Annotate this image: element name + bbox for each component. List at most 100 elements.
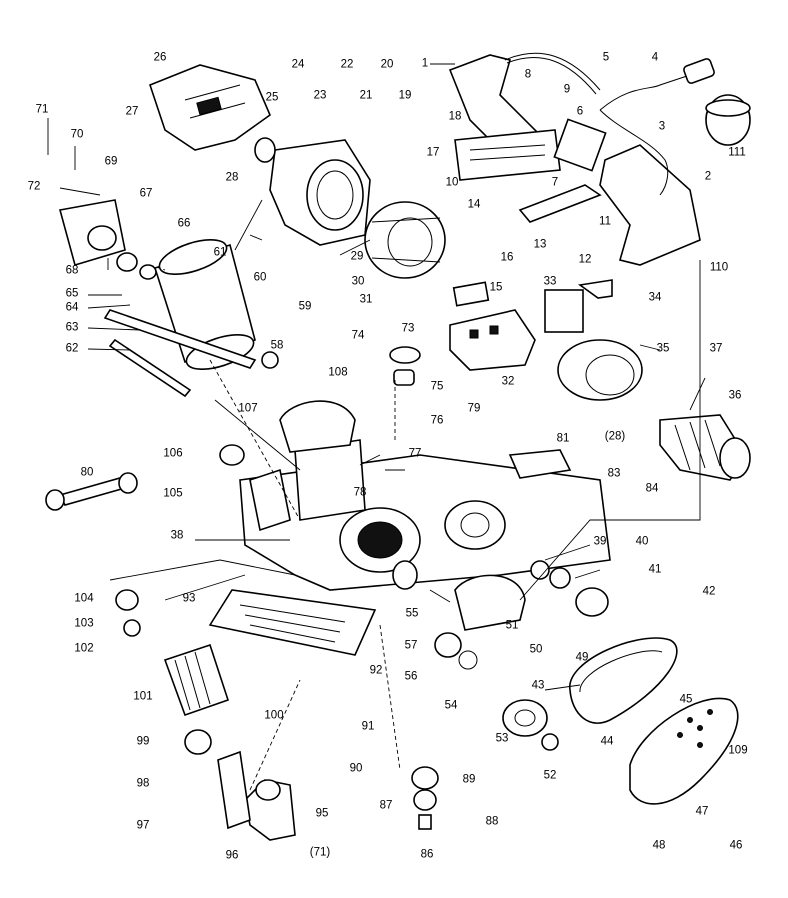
part-label-43: 43: [531, 679, 545, 692]
part-label-36: 36: [728, 389, 742, 402]
part-label-64: 64: [65, 301, 79, 314]
part-label-18: 18: [448, 110, 462, 123]
part-label-12: 12: [578, 253, 592, 266]
part-label-71: 71: [35, 103, 49, 116]
part-80-wrench: [45, 472, 138, 511]
part-label-19: 19: [398, 89, 412, 102]
part-label-50: 50: [529, 643, 543, 656]
part-label-34: 34: [648, 291, 662, 304]
part-label-42: 42: [702, 585, 716, 598]
part-label-51: 51: [505, 619, 519, 632]
part-label-100: 100: [264, 709, 284, 722]
part-32-terminal-block: [449, 309, 536, 371]
part-label-40: 40: [635, 535, 649, 548]
part-2-grip: [599, 144, 701, 266]
part-26-motor-cover: [149, 64, 271, 151]
part-label-30: 30: [351, 275, 365, 288]
part-label-87: 87: [379, 799, 393, 812]
part-label-60: 60: [253, 271, 267, 284]
part-label-14: 14: [467, 198, 481, 211]
part-label-5: 5: [602, 51, 610, 64]
part-58-pulley: [261, 351, 279, 369]
part-73-knob: [389, 346, 421, 364]
part-label-86: 86: [420, 848, 434, 861]
part-label-90: 90: [349, 762, 363, 775]
part-41-disc: [575, 587, 609, 617]
part-label-62: 62: [65, 342, 79, 355]
part-label-35: 35: [656, 342, 670, 355]
part-label-16: 16: [500, 251, 514, 264]
part-53-pulley: [502, 699, 548, 737]
part-label-7: 7: [551, 176, 559, 189]
part-label-41: 41: [648, 563, 662, 576]
part-67-bearing: [116, 252, 138, 272]
part-label-17: 17: [426, 146, 440, 159]
part-label-99: 99: [136, 735, 150, 748]
part-label-21: 21: [359, 89, 373, 102]
part-label-103: 103: [74, 617, 94, 630]
part-35-bearing-housing: [557, 339, 643, 401]
part-36-armature: [659, 414, 751, 481]
part-66-ring: [139, 264, 157, 280]
part-40-pulley: [549, 567, 571, 589]
part-label-56: 56: [404, 670, 418, 683]
part-label-75: 75: [430, 380, 444, 393]
part-label-106: 106: [163, 447, 183, 460]
part-label-26: 26: [153, 51, 167, 64]
part-label-84: 84: [645, 482, 659, 495]
part-label-6: 6: [576, 105, 584, 118]
part-label-53: 53: [495, 732, 509, 745]
part-label-61: 61: [213, 246, 227, 259]
part-label-104: 104: [74, 592, 94, 605]
part-label-10: 10: [445, 176, 459, 189]
part-93-base-plate: [208, 589, 377, 656]
part-label-68: 68: [65, 264, 79, 277]
part-48-side-cover: [629, 697, 739, 805]
part-81-lever: [508, 449, 572, 479]
part-label-67: 67: [139, 187, 153, 200]
part-label-44: 44: [600, 735, 614, 748]
part-label-4: 4: [651, 51, 659, 64]
part-label-57: 57: [404, 639, 418, 652]
part-56-circlip: [458, 650, 478, 670]
part-label-88: 88: [485, 815, 499, 828]
part-label-23: 23: [313, 89, 327, 102]
part-label-13: 13: [533, 238, 547, 251]
part-label-110: 110: [709, 261, 729, 274]
part-label-81: 81: [556, 432, 570, 445]
part-label-3: 3: [658, 120, 666, 133]
part-label-76: 76: [430, 414, 444, 427]
part-101-roller: [163, 643, 230, 717]
part-89-adjuster: [411, 766, 439, 830]
part-label-2: 2: [704, 170, 712, 183]
part-label-20: 20: [380, 58, 394, 71]
part-8-spring: [504, 52, 601, 95]
part-label-32: 32: [501, 375, 515, 388]
part-label-33: 33: [543, 275, 557, 288]
part-label-47: 47: [695, 805, 709, 818]
part-104-nut: [115, 589, 139, 611]
part-label-98: 98: [136, 777, 150, 790]
part-label-83: 83: [607, 467, 621, 480]
part-label-93: 93: [182, 592, 196, 605]
part-label-8: 8: [524, 68, 532, 81]
part-label-97: 97: [136, 819, 150, 832]
part-label-95: 95: [315, 807, 329, 820]
part-label-72: 72: [27, 180, 41, 193]
part-label-28: 28: [225, 171, 239, 184]
part-62-blade: [108, 338, 192, 398]
part-38-main-housing: [239, 439, 611, 591]
part-51-belt-cover: [454, 574, 526, 631]
part-106-roller: [219, 444, 245, 466]
part-34-bracket: [577, 279, 613, 299]
part-label-38: 38: [170, 529, 184, 542]
part-label-66: 66: [177, 217, 191, 230]
part-74-knob-base: [393, 369, 415, 386]
part-1-handle: [448, 54, 562, 181]
part-25-washer: [254, 137, 276, 163]
part-label-55: 55: [405, 607, 419, 620]
part-label-22: 22: [340, 58, 354, 71]
part-label-109: 109: [728, 744, 748, 757]
